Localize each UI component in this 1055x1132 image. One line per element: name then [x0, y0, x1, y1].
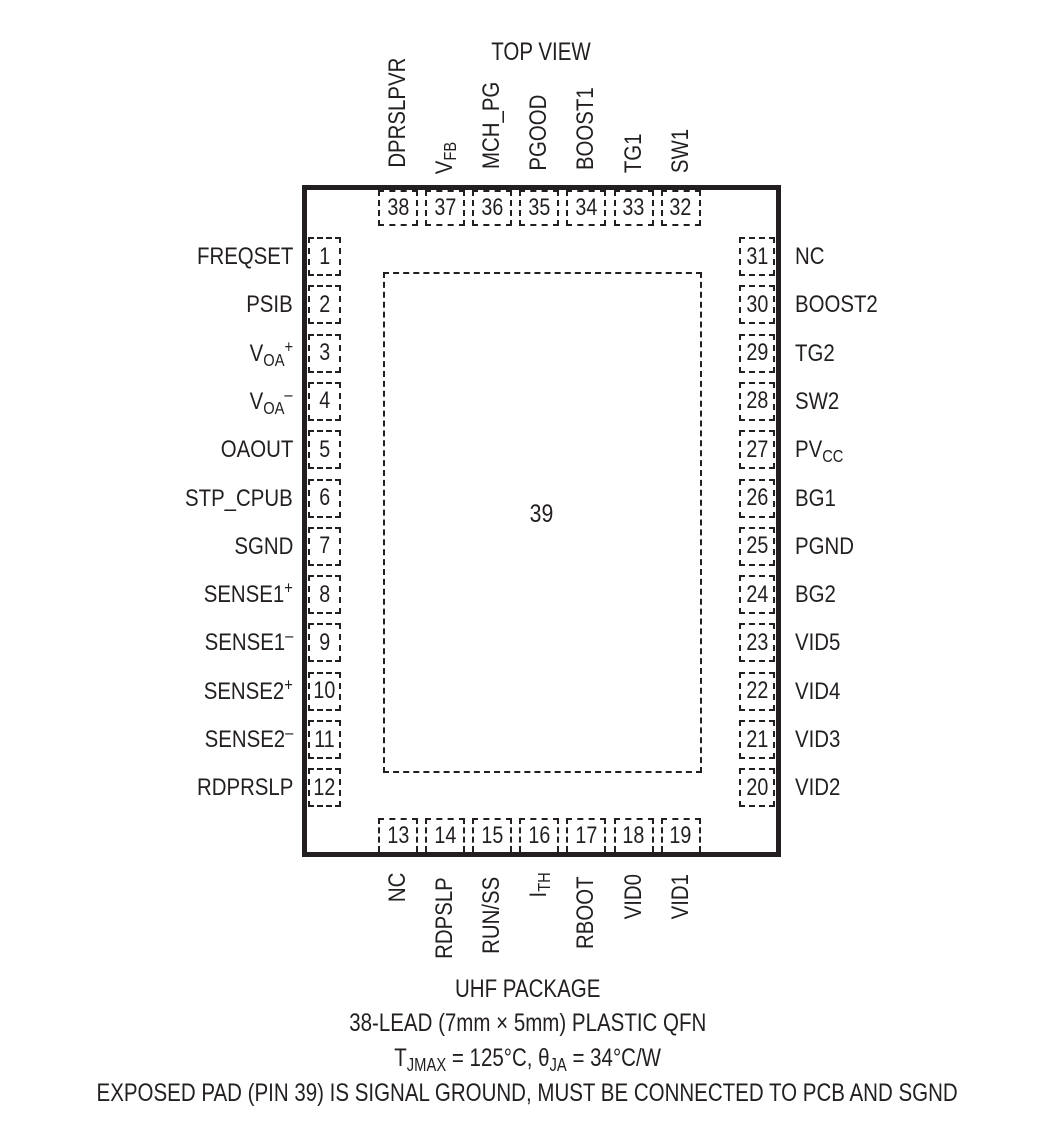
pin-label-5: OAOUT [220, 436, 293, 464]
pin-label-34: BOOST1 [572, 86, 600, 170]
pin-label-28: SW2 [795, 387, 840, 415]
pin-label-10: SENSE2+ [203, 674, 293, 705]
pin-36: 36 [472, 190, 513, 226]
view-title: TOP VIEW [491, 38, 591, 66]
pin-label-16: ITH [525, 872, 555, 898]
pin-label-8: SENSE1+ [203, 577, 293, 609]
pin-label-18: VID0 [619, 874, 647, 920]
pin-30: 30 [739, 285, 775, 325]
pin-26: 26 [739, 478, 775, 518]
pin-1: 1 [308, 237, 341, 276]
pin-label-7: SGND [234, 532, 293, 560]
pin-31: 31 [739, 237, 775, 276]
pin-12: 12 [308, 768, 341, 808]
pin-13: 13 [378, 818, 418, 852]
pin-7: 7 [308, 526, 341, 566]
pin-15: 15 [472, 818, 513, 852]
pin-16: 16 [519, 818, 560, 852]
pin-label-24: BG2 [795, 581, 836, 609]
pin-18: 18 [613, 818, 654, 852]
pin-label-4: VOA– [250, 384, 293, 418]
pin-20: 20 [739, 768, 775, 808]
pin-2: 2 [308, 285, 341, 325]
pin-label-20: VID2 [795, 774, 841, 802]
pin-label-2: PSIB [246, 291, 293, 319]
pin-27: 27 [739, 430, 775, 470]
pin-label-1: FREQSET [196, 243, 293, 270]
pin-9: 9 [308, 623, 341, 663]
package-lead-info: 38-LEAD (7mm × 5mm) PLASTIC QFN [348, 1009, 707, 1037]
pin-32: 32 [660, 190, 701, 226]
pin-label-31: NC [795, 243, 825, 270]
pin-label-38: DPRSLPVR [384, 57, 411, 168]
pin-19: 19 [660, 818, 701, 852]
pin-label-29: TG2 [795, 339, 835, 367]
pin-label-21: VID3 [795, 726, 841, 753]
pin-17: 17 [566, 818, 607, 852]
pin-label-35: PGOOD [525, 94, 553, 171]
pin-label-25: PGND [795, 532, 854, 560]
pin-label-26: BG1 [795, 484, 836, 512]
pin-label-13: NC [384, 872, 411, 903]
pin-label-12: RDPRSLP [196, 774, 293, 802]
pin-24: 24 [739, 575, 775, 615]
pin-label-33: TG1 [619, 133, 647, 174]
pin-5: 5 [308, 430, 341, 470]
pin-28: 28 [739, 381, 775, 421]
pin-37: 37 [425, 190, 466, 226]
pin-3: 3 [308, 333, 341, 373]
pin-23: 23 [739, 623, 775, 663]
pin-label-15: RUN/SS [478, 876, 506, 954]
pin-label-27: PVCC [795, 436, 844, 467]
pin-label-11: SENSE2– [204, 722, 293, 753]
pin-22: 22 [739, 671, 775, 711]
exposed-pad [383, 272, 702, 773]
pin-label-17: RBOOT [572, 876, 600, 949]
pin-25: 25 [739, 526, 775, 566]
pin-21: 21 [739, 720, 775, 759]
pin-label-37: VFB [431, 141, 460, 175]
pin-35: 35 [519, 190, 560, 226]
pin-label-9: SENSE1– [204, 625, 293, 657]
exposed-pad-number: 39 [529, 500, 554, 528]
pin-4: 4 [308, 381, 341, 421]
pin-33: 33 [613, 190, 654, 226]
pin-label-23: VID5 [795, 629, 841, 657]
package-outline [302, 185, 781, 857]
pin-38: 38 [378, 190, 418, 226]
pin-label-36: MCH_PG [478, 82, 506, 170]
pin-34: 34 [566, 190, 607, 226]
pin-29: 29 [739, 333, 775, 373]
pin-10: 10 [308, 671, 341, 711]
pin-6: 6 [308, 478, 341, 518]
thermal-info: TJMAX = 125°C, θJA = 34°C/W [394, 1044, 661, 1076]
pin-label-32: SW1 [666, 128, 694, 174]
pin-14: 14 [425, 818, 466, 852]
pin-8: 8 [308, 575, 341, 615]
exposed-pad-note: EXPOSED PAD (PIN 39) IS SIGNAL GROUND, M… [96, 1079, 959, 1107]
pin-label-3: VOA+ [249, 335, 293, 370]
pin-label-30: BOOST2 [795, 291, 878, 319]
pin-label-19: VID1 [666, 874, 694, 920]
package-name: UHF PACKAGE [454, 975, 601, 1003]
pin-label-6: STP_CPUB [185, 484, 293, 512]
pin-label-22: VID4 [795, 677, 841, 705]
pin-11: 11 [308, 720, 341, 759]
pin-label-14: RDPSLP [431, 877, 459, 959]
